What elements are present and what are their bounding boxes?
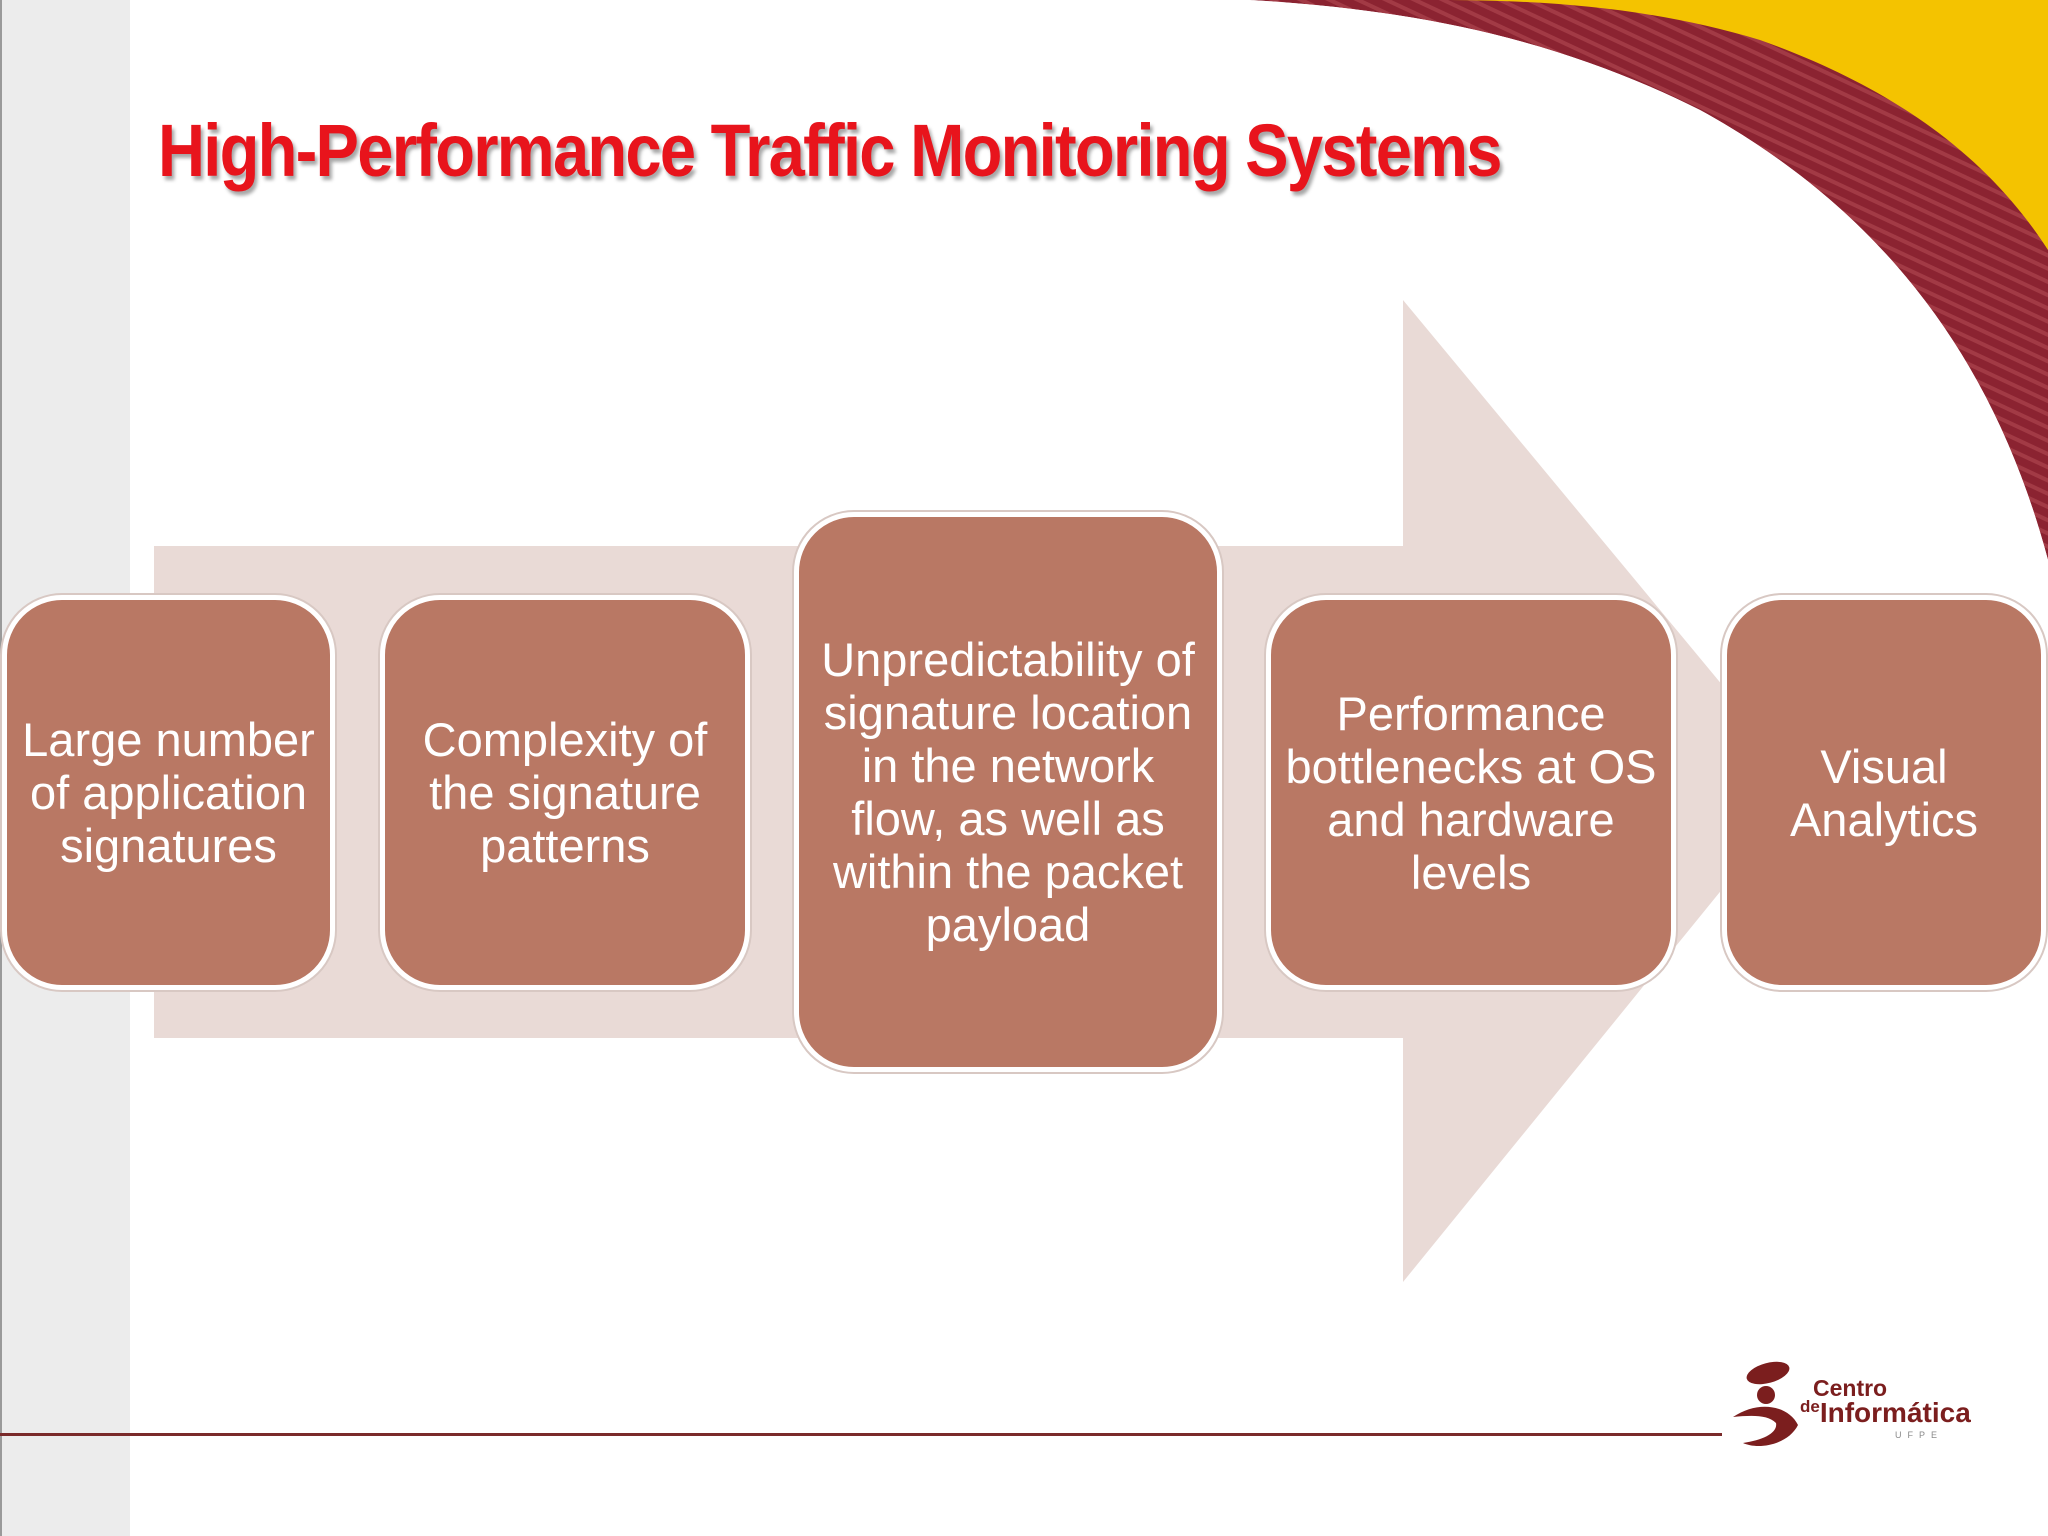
process-step-2-label: Complexity of the signature patterns	[422, 713, 708, 872]
process-step-3-label: Unpredictability of signature location i…	[821, 633, 1195, 951]
logo-text-ufpe: UFPE	[1895, 1430, 1944, 1440]
slide-title: High-Performance Traffic Monitoring Syst…	[158, 109, 1503, 192]
corner-yellow-band	[1440, 0, 2048, 250]
process-step-1: Large number of application signatures	[2, 595, 335, 990]
process-step-2: Complexity of the signature patterns	[380, 595, 750, 990]
centro-de-informatica-logo-icon	[1733, 1361, 1798, 1446]
logo-text-informatica-word: Informática	[1819, 1397, 1971, 1428]
process-step-1-label: Large number of application signatures	[22, 713, 315, 872]
logo-text-de: de	[1800, 1397, 1820, 1416]
corner-red-band	[1250, 0, 2048, 560]
logo-text-informatica: deInformática	[1800, 1397, 1971, 1429]
process-step-5-label: Visual Analytics	[1789, 739, 1979, 846]
footer-divider	[0, 1433, 1722, 1436]
process-step-3: Unpredictability of signature location i…	[794, 512, 1222, 1072]
process-step-4-label: Performance bottlenecks at OS and hardwa…	[1285, 686, 1657, 899]
process-step-4: Performance bottlenecks at OS and hardwa…	[1266, 595, 1676, 990]
logo-text-centro: Centro	[1813, 1375, 1888, 1401]
process-step-5: Visual Analytics	[1722, 595, 2046, 990]
